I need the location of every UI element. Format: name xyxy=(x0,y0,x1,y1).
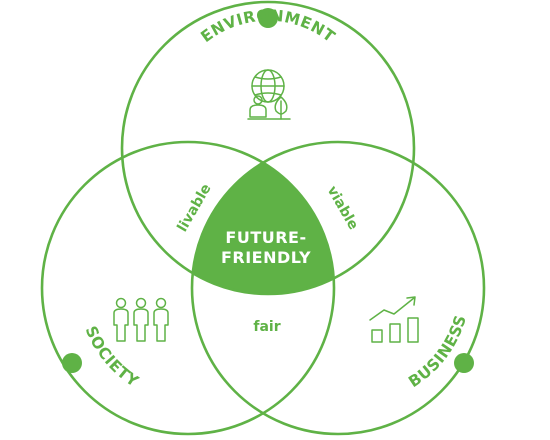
bar-chart-growth-icon xyxy=(369,296,419,343)
future-friendly-region xyxy=(192,142,334,294)
environment-circle xyxy=(120,0,416,296)
society-label: SOCIETY xyxy=(82,323,143,391)
fair-label: fair xyxy=(253,319,280,335)
center-label-line1: FUTURE- xyxy=(225,228,306,247)
globe-with-person-and-tree-icon xyxy=(247,69,291,120)
three-people-icon xyxy=(113,297,169,342)
society-dot xyxy=(62,353,82,373)
center-label-line2: FRIENDLY xyxy=(221,248,311,267)
society-circle xyxy=(40,140,336,436)
business-circle xyxy=(190,140,486,436)
environment-dot xyxy=(258,8,278,28)
business-label: BUSINESS xyxy=(405,313,470,391)
business-dot xyxy=(454,353,474,373)
viable-label: viable xyxy=(324,183,362,232)
